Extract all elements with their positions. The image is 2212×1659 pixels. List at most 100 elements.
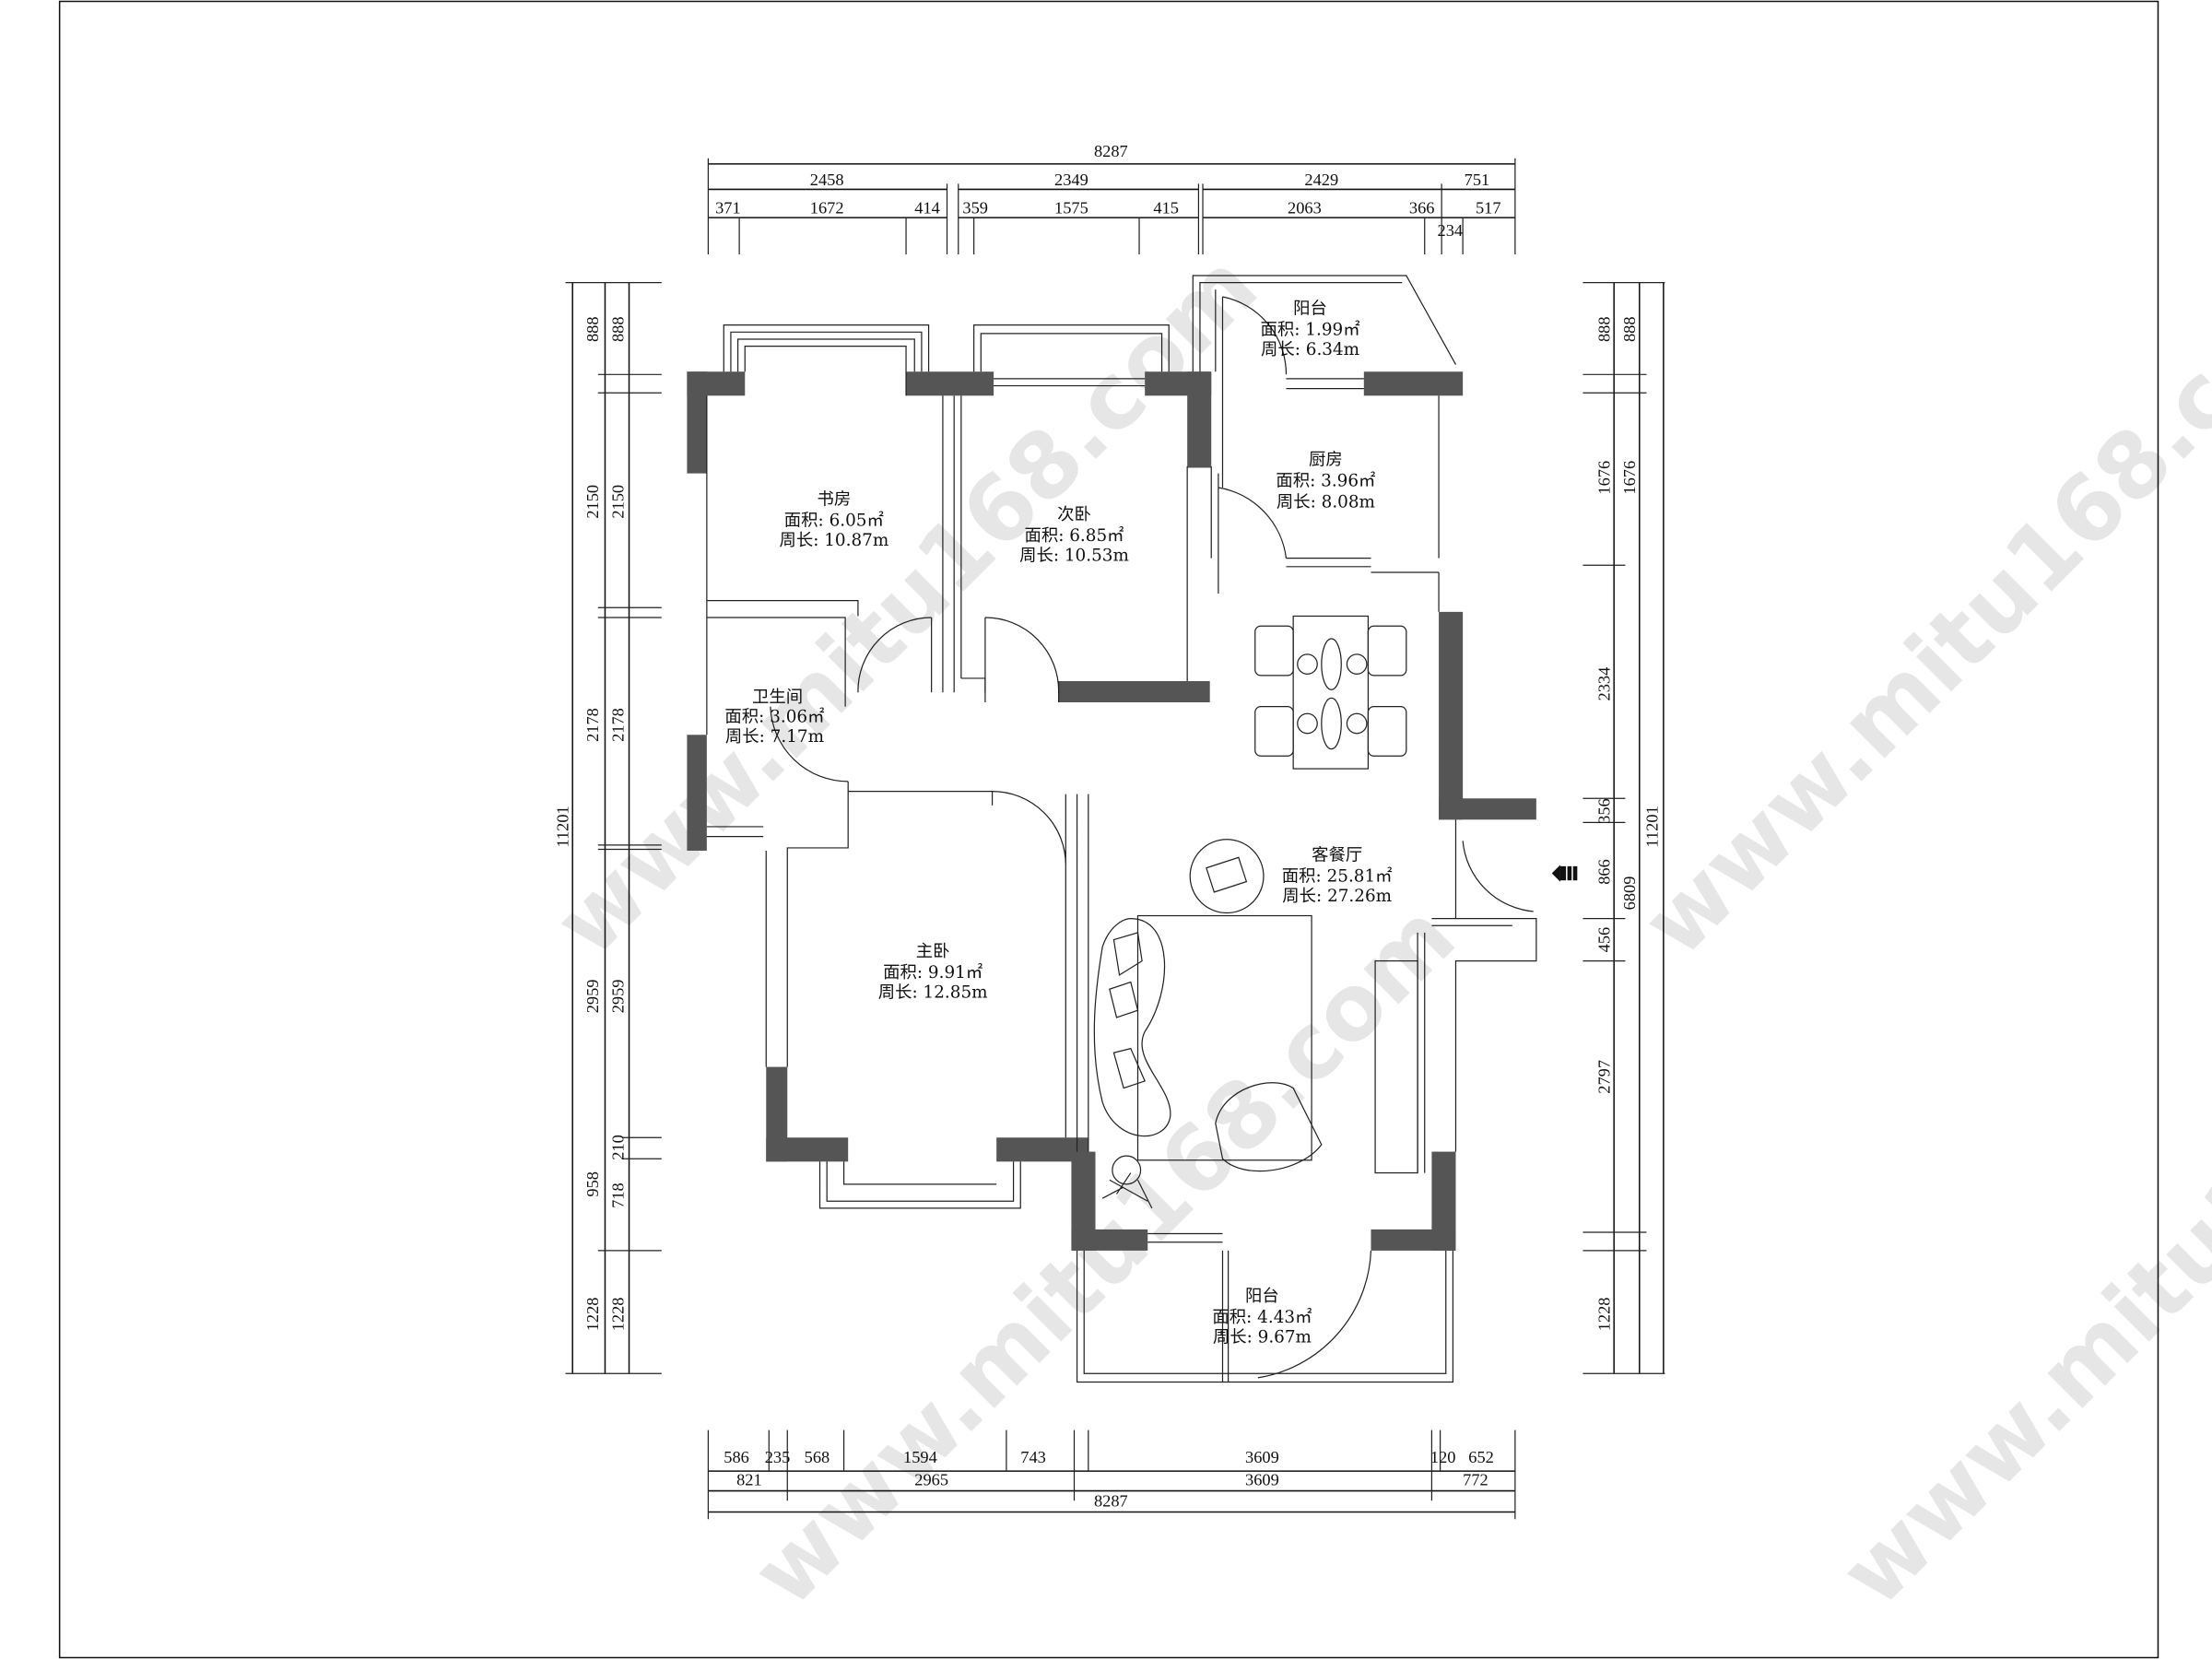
svg-text:888: 888 bbox=[1595, 316, 1614, 342]
right-dimensions: 888 1676 2334 356 866 456 2797 1228 888 … bbox=[1583, 282, 1665, 1374]
interior-lines bbox=[706, 275, 1537, 1383]
svg-text:面积: 9.91㎡: 面积: 9.91㎡ bbox=[883, 962, 982, 982]
svg-text:2458: 2458 bbox=[810, 171, 844, 189]
svg-text:2334: 2334 bbox=[1595, 667, 1614, 701]
room-label-bathroom: 卫生间 面积: 3.06㎡ 周长: 7.17m bbox=[724, 688, 824, 747]
svg-text:2178: 2178 bbox=[583, 708, 602, 742]
svg-text:235: 235 bbox=[765, 1448, 791, 1466]
svg-text:阳台: 阳台 bbox=[1293, 299, 1327, 318]
svg-text:8287: 8287 bbox=[1094, 1491, 1128, 1510]
svg-text:面积: 6.85㎡: 面积: 6.85㎡ bbox=[1024, 525, 1124, 546]
svg-text:周长: 6.34m: 周长: 6.34m bbox=[1261, 340, 1359, 359]
svg-text:210: 210 bbox=[608, 1135, 627, 1160]
dining-chair bbox=[1254, 625, 1294, 677]
room-label-kitchen: 厨房 面积: 3.96㎡ 周长: 8.08m bbox=[1276, 450, 1375, 512]
svg-text:234: 234 bbox=[1438, 221, 1464, 240]
svg-text:3609: 3609 bbox=[1245, 1448, 1279, 1466]
svg-text:2178: 2178 bbox=[608, 708, 627, 742]
svg-text:面积: 3.96㎡: 面积: 3.96㎡ bbox=[1276, 470, 1375, 490]
armchair bbox=[1215, 1082, 1323, 1172]
svg-text:718: 718 bbox=[608, 1182, 627, 1208]
sofa bbox=[1093, 917, 1171, 1137]
svg-text:517: 517 bbox=[1476, 199, 1501, 218]
svg-text:2150: 2150 bbox=[583, 485, 602, 519]
svg-text:888: 888 bbox=[608, 316, 627, 342]
svg-text:821: 821 bbox=[736, 1470, 762, 1488]
svg-text:11201: 11201 bbox=[554, 806, 572, 847]
svg-text:8287: 8287 bbox=[1094, 142, 1128, 160]
svg-text:1672: 1672 bbox=[810, 199, 844, 218]
svg-text:1228: 1228 bbox=[608, 1298, 627, 1332]
svg-text:周长: 7.17m: 周长: 7.17m bbox=[725, 727, 824, 747]
svg-text:456: 456 bbox=[1595, 927, 1614, 953]
svg-text:周长: 8.08m: 周长: 8.08m bbox=[1277, 492, 1375, 512]
svg-text:888: 888 bbox=[583, 316, 602, 342]
svg-text:次卧: 次卧 bbox=[1057, 505, 1091, 524]
dining-chair bbox=[1367, 705, 1407, 757]
dining-chair bbox=[1254, 705, 1294, 757]
svg-text:www.mitu168.com: www.mitu168.com bbox=[733, 884, 1476, 1627]
entrance-arrow-icon bbox=[1551, 865, 1578, 882]
svg-text:652: 652 bbox=[1468, 1448, 1494, 1466]
drawing-frame bbox=[58, 0, 2159, 1659]
svg-text:主卧: 主卧 bbox=[916, 942, 950, 961]
svg-text:书房: 书房 bbox=[817, 489, 851, 509]
svg-text:586: 586 bbox=[724, 1448, 749, 1466]
svg-text:888: 888 bbox=[1620, 316, 1639, 342]
svg-text:866: 866 bbox=[1595, 859, 1614, 885]
svg-text:1676: 1676 bbox=[1595, 461, 1614, 495]
svg-text:1228: 1228 bbox=[1595, 1298, 1614, 1332]
side-table bbox=[1189, 839, 1265, 914]
svg-text:356: 356 bbox=[1595, 798, 1614, 824]
svg-text:周长: 10.53m: 周长: 10.53m bbox=[1019, 547, 1129, 566]
svg-text:2429: 2429 bbox=[1304, 171, 1338, 189]
dining-chair bbox=[1367, 625, 1407, 677]
svg-text:面积: 4.43㎡: 面积: 4.43㎡ bbox=[1212, 1307, 1312, 1327]
room-label-study: 书房 面积: 6.05㎡ 周长: 10.87m bbox=[779, 489, 888, 549]
svg-text:415: 415 bbox=[1153, 199, 1179, 218]
svg-text:772: 772 bbox=[1463, 1470, 1488, 1488]
svg-text:面积: 6.05㎡: 面积: 6.05㎡ bbox=[784, 510, 884, 530]
svg-text:120: 120 bbox=[1430, 1448, 1456, 1466]
svg-text:1228: 1228 bbox=[583, 1298, 602, 1332]
room-label-bottom-balcony: 阳台 面积: 4.43㎡ 周长: 9.67m bbox=[1212, 1287, 1312, 1347]
svg-text:厨房: 厨房 bbox=[1309, 450, 1343, 469]
svg-text:414: 414 bbox=[914, 199, 940, 218]
watermark: www.mitu168.com www.mitu168.com www.mitu… bbox=[535, 234, 2212, 1627]
svg-text:2965: 2965 bbox=[914, 1470, 948, 1488]
svg-text:1575: 1575 bbox=[1054, 199, 1088, 218]
svg-text:2063: 2063 bbox=[1288, 199, 1322, 218]
room-label-second-bedroom: 次卧 面积: 6.85㎡ 周长: 10.53m bbox=[1019, 505, 1129, 565]
svg-text:www.mitu168.com: www.mitu168.com bbox=[1623, 234, 2212, 977]
svg-text:751: 751 bbox=[1465, 171, 1490, 189]
svg-text:11201: 11201 bbox=[1643, 806, 1662, 847]
bottom-dimensions: 586 235 568 1594 743 3609 120 652 821 29… bbox=[707, 1430, 1516, 1520]
svg-text:743: 743 bbox=[1020, 1448, 1046, 1466]
svg-text:卫生间: 卫生间 bbox=[752, 688, 803, 707]
left-dimensions: 888 2150 2178 2959 958 1228 888 2150 217… bbox=[554, 282, 662, 1374]
svg-text:阳台: 阳台 bbox=[1245, 1287, 1279, 1306]
svg-text:面积: 3.06㎡: 面积: 3.06㎡ bbox=[724, 706, 824, 726]
svg-text:958: 958 bbox=[583, 1171, 602, 1197]
svg-text:359: 359 bbox=[962, 199, 988, 218]
plant-icon bbox=[1112, 1155, 1142, 1185]
tv-cabinet bbox=[1374, 959, 1418, 1174]
room-label-top-balcony: 阳台 面积: 1.99㎡ 周长: 6.34m bbox=[1261, 299, 1360, 359]
svg-text:1676: 1676 bbox=[1620, 461, 1639, 495]
svg-text:6809: 6809 bbox=[1620, 877, 1639, 911]
svg-text:371: 371 bbox=[715, 199, 741, 218]
walls bbox=[687, 371, 1536, 1251]
svg-text:1594: 1594 bbox=[903, 1448, 937, 1466]
svg-text:www.mitu168.com: www.mitu168.com bbox=[535, 234, 1278, 977]
svg-text:周长: 10.87m: 周长: 10.87m bbox=[779, 531, 888, 550]
svg-text:www.mitu168.com: www.mitu168.com bbox=[1821, 884, 2212, 1627]
svg-text:3609: 3609 bbox=[1245, 1470, 1279, 1488]
svg-text:2150: 2150 bbox=[608, 485, 627, 519]
svg-text:2959: 2959 bbox=[608, 980, 627, 1014]
furniture bbox=[1093, 615, 1418, 1209]
room-label-living-dining: 客餐厅 面积: 25.81㎡ 周长: 27.26m bbox=[1282, 846, 1393, 906]
top-dimensions: 8287 2458 2349 2429 751 371 1672 414 359… bbox=[707, 142, 1516, 254]
svg-text:周长: 27.26m: 周长: 27.26m bbox=[1282, 887, 1392, 906]
svg-text:2959: 2959 bbox=[583, 980, 602, 1014]
